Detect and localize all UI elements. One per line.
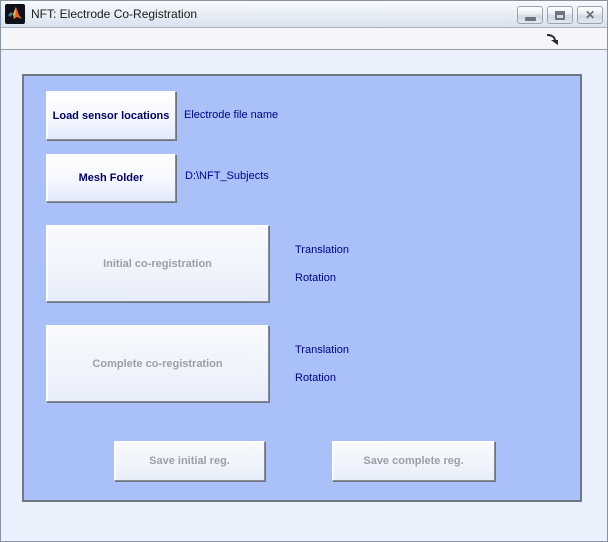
window-title: NFT: Electrode Co-Registration <box>31 7 198 21</box>
initial-translation-label: Translation <box>295 244 350 256</box>
mesh-folder-button[interactable]: Mesh Folder <box>46 154 176 202</box>
minimize-button[interactable] <box>517 6 543 24</box>
minimize-icon <box>524 16 536 21</box>
initial-rotation-label: Rotation <box>295 272 336 284</box>
restore-button[interactable] <box>547 6 573 24</box>
title-bar: NFT: Electrode Co-Registration ✕ <box>1 1 607 28</box>
close-icon: ✕ <box>584 8 596 22</box>
save-initial-reg-button[interactable]: Save initial reg. <box>114 441 265 481</box>
restore-icon <box>555 10 565 20</box>
dock-figure-arrow-icon[interactable] <box>546 33 559 45</box>
complete-coregistration-button[interactable]: Complete co-registration <box>46 325 269 402</box>
figure-canvas: Load sensor locations Electrode file nam… <box>1 50 607 541</box>
complete-rotation-label: Rotation <box>295 372 336 384</box>
matlab-logo-glyph <box>8 7 22 19</box>
window-controls: ✕ <box>517 6 603 24</box>
coregistration-panel: Load sensor locations Electrode file nam… <box>22 74 582 502</box>
initial-coregistration-button[interactable]: Initial co-registration <box>46 225 269 302</box>
mesh-folder-path-label: D:\NFT_Subjects <box>185 170 269 182</box>
menu-strip <box>1 28 607 50</box>
complete-translation-label: Translation <box>295 344 350 356</box>
load-sensor-locations-button[interactable]: Load sensor locations <box>46 91 176 140</box>
close-button[interactable]: ✕ <box>577 6 603 24</box>
save-complete-reg-button[interactable]: Save complete reg. <box>332 441 495 481</box>
electrode-file-name-label: Electrode file name <box>184 109 279 121</box>
matlab-icon <box>5 4 25 24</box>
